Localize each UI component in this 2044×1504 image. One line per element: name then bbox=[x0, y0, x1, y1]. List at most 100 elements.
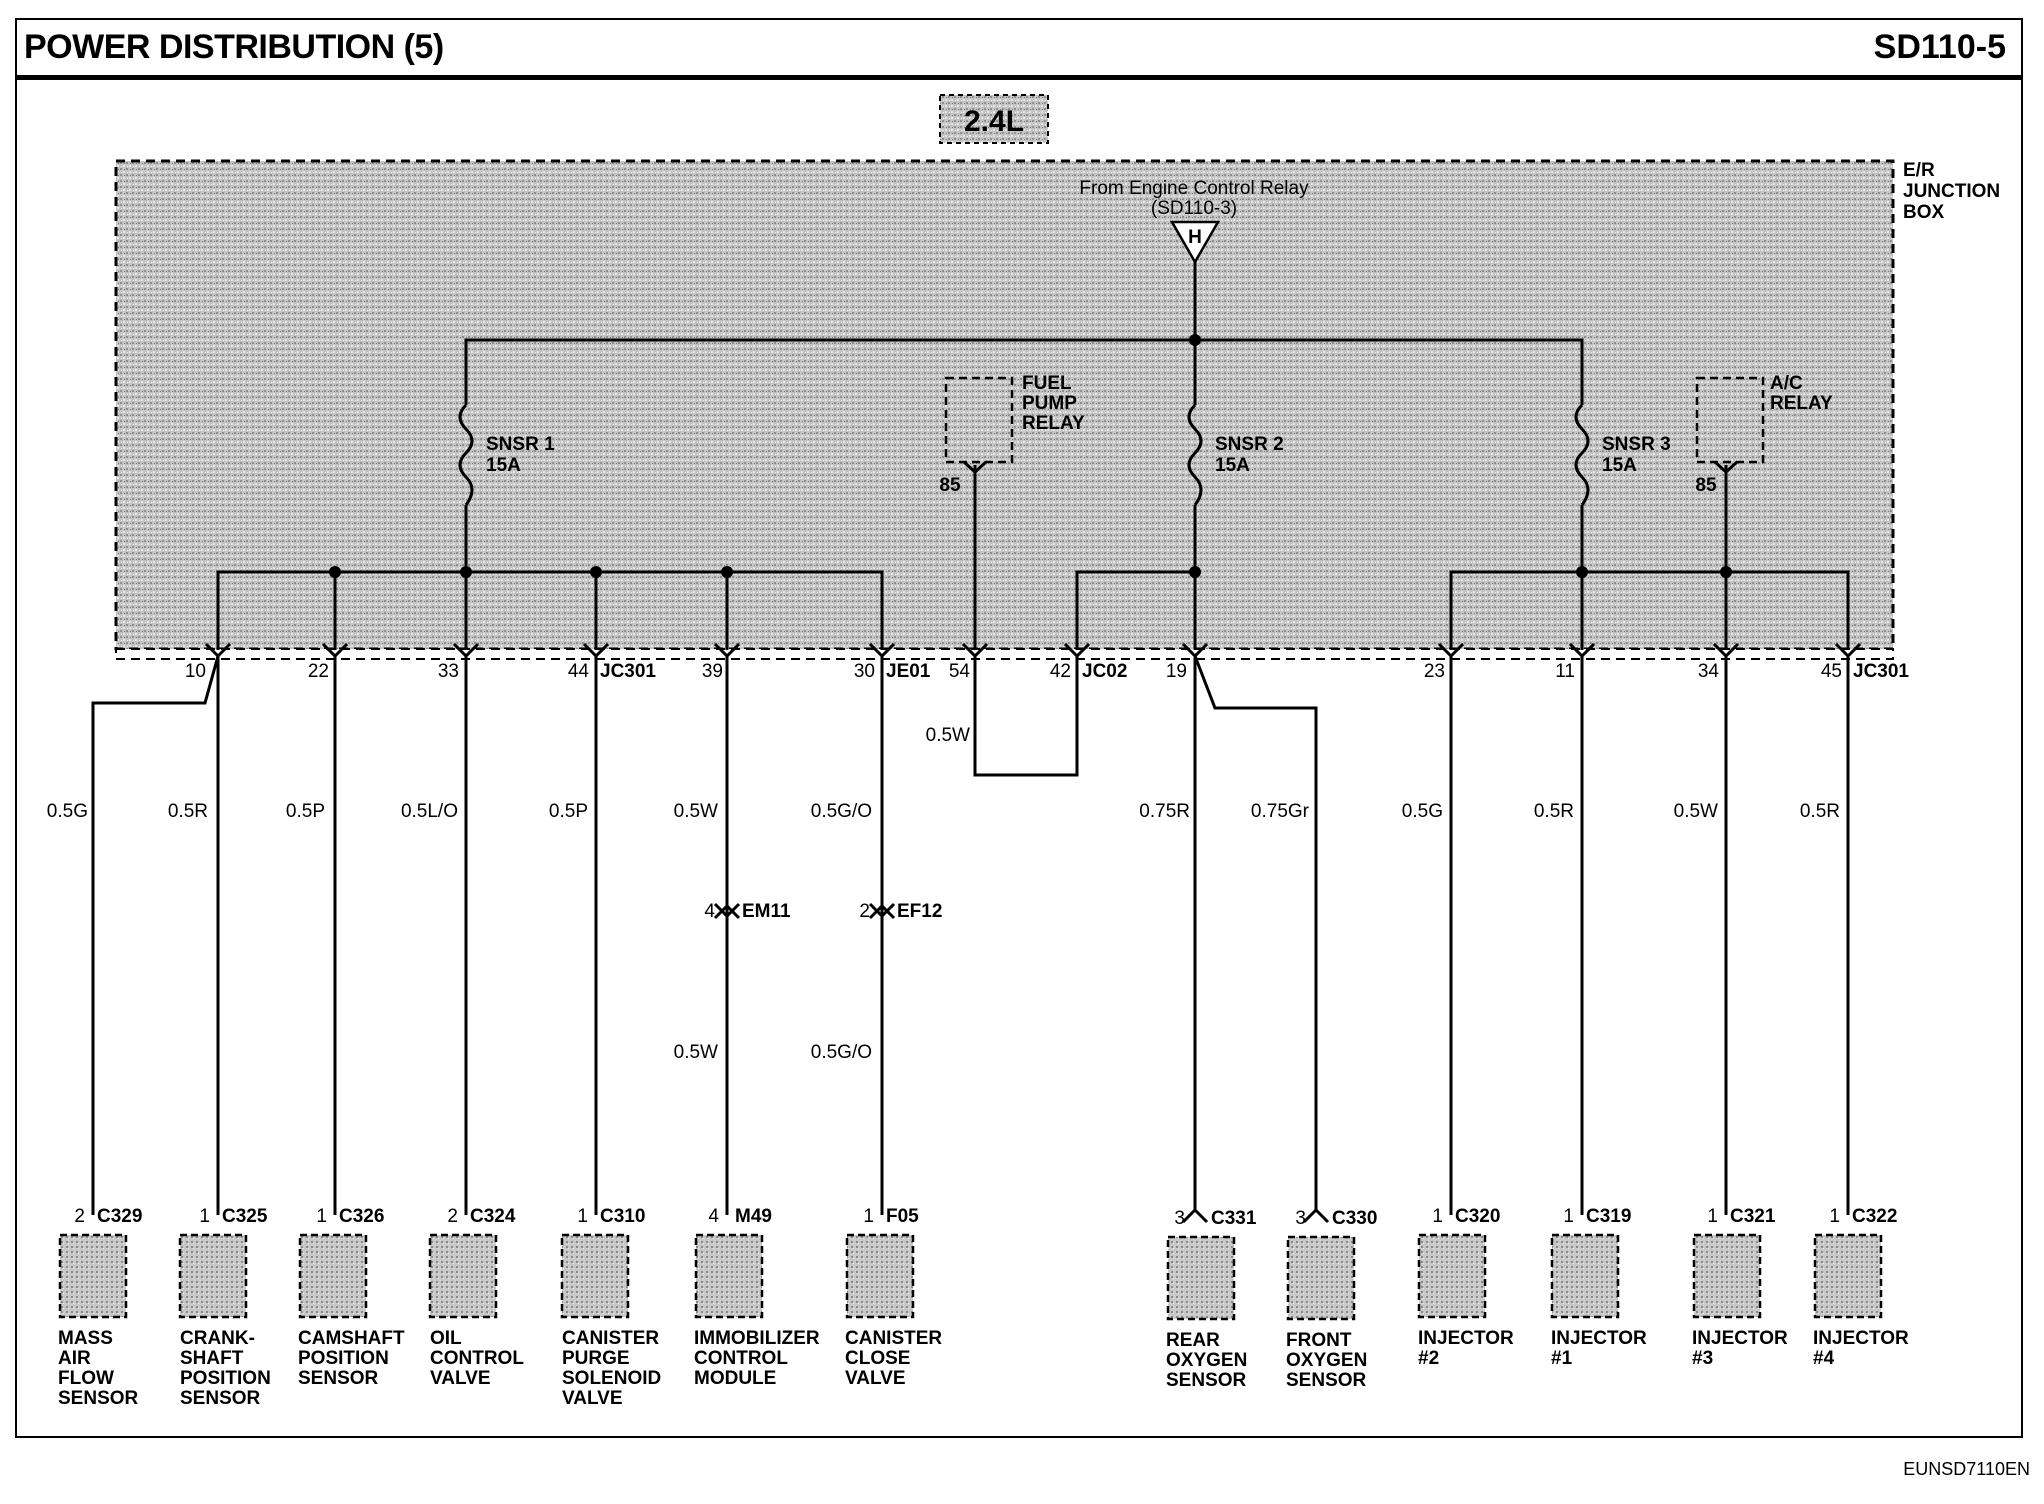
junction-box-label-3: BOX bbox=[1903, 202, 1945, 223]
component-mass-air-flow-sensor: 2 C329 MASS AIR FLOW SENSOR bbox=[58, 1206, 142, 1409]
component-canister-purge-solenoid-valve: 1 C310 CANISTER PURGE SOLENOID VALVE bbox=[560, 1206, 661, 1409]
component-pin: 4 bbox=[708, 1206, 719, 1227]
component-label: CRANK- bbox=[180, 1328, 255, 1349]
fuse-name: SNSR 1 bbox=[486, 434, 555, 455]
source-reference: (SD110-3) bbox=[1151, 198, 1237, 219]
wire-label: 0.75Gr bbox=[1251, 801, 1310, 822]
component-box bbox=[1417, 1233, 1487, 1319]
component-label: INJECTOR bbox=[1418, 1328, 1514, 1349]
fuel-pump-relay: FUEL PUMP RELAY 85 bbox=[939, 373, 1085, 496]
component-label: SENSOR bbox=[1166, 1370, 1247, 1391]
component-label: CONTROL bbox=[430, 1348, 524, 1369]
wire-label: 0.5W bbox=[674, 1042, 718, 1063]
component-connector: C330 bbox=[1332, 1208, 1377, 1229]
component-box bbox=[1550, 1233, 1620, 1319]
harness-wires bbox=[91, 655, 1850, 1215]
relay-label-2: RELAY bbox=[1770, 393, 1833, 414]
component-box bbox=[694, 1233, 764, 1319]
relay-label-1: A/C bbox=[1770, 373, 1803, 394]
wire-label: 0.5R bbox=[168, 801, 208, 822]
component-injector-3: 1 C321 INJECTOR #3 bbox=[1692, 1206, 1788, 1369]
component-oil-control-valve: 2 C324 OIL CONTROL VALVE bbox=[428, 1206, 524, 1389]
component-label: REAR bbox=[1166, 1330, 1220, 1351]
component-connector: C329 bbox=[97, 1206, 142, 1227]
fuse-snsr-3: SNSR 3 15A bbox=[1574, 403, 1671, 506]
component-pin: 3 bbox=[1295, 1208, 1306, 1229]
fuse-snsr-2: SNSR 2 15A bbox=[1187, 403, 1284, 506]
wire-label: 0.5R bbox=[1800, 801, 1840, 822]
pin-label: 42 bbox=[1050, 661, 1071, 682]
inline-connector-name: EM11 bbox=[742, 901, 791, 922]
component-pin: 1 bbox=[1829, 1206, 1840, 1227]
component-pin: 1 bbox=[1707, 1206, 1718, 1227]
component-label: CONTROL bbox=[694, 1348, 788, 1369]
fuse-snsr-1: SNSR 1 15A bbox=[458, 403, 555, 506]
component-label: FRONT bbox=[1286, 1330, 1352, 1351]
wire-label: 0.5G/O bbox=[811, 801, 872, 822]
wire-label: 0.5G bbox=[1402, 801, 1443, 822]
component-crankshaft-position-sensor: 1 C325 CRANK- SHAFT POSITION SENSOR bbox=[178, 1206, 271, 1409]
component-label: #1 bbox=[1551, 1348, 1573, 1369]
wire-label: 0.5P bbox=[286, 801, 325, 822]
junction-box-label-1: E/R bbox=[1903, 160, 1935, 181]
component-label: IMMOBILIZER bbox=[694, 1328, 820, 1349]
component-label: SENSOR bbox=[298, 1368, 379, 1389]
inline-connector-ef12: 2 EF12 0.5G/O bbox=[811, 901, 943, 1063]
wire-label: 0.5W bbox=[674, 801, 718, 822]
component-label: MODULE bbox=[694, 1368, 776, 1389]
component-camshaft-position-sensor: 1 C326 CAMSHAFT POSITION SENSOR bbox=[298, 1206, 405, 1389]
junction-bus-wiring bbox=[216, 262, 1850, 650]
component-connector: F05 bbox=[886, 1206, 919, 1227]
wire-labels: 0.5G 0.5R 0.5P 0.5L/O 0.5P 0.5W 0.5G/O 0… bbox=[47, 725, 1840, 822]
pin-label: 44 bbox=[568, 661, 590, 682]
component-pin: 1 bbox=[863, 1206, 874, 1227]
component-pin: 2 bbox=[447, 1206, 458, 1227]
component-injector-2: 1 C320 INJECTOR #2 bbox=[1417, 1206, 1514, 1369]
relay-label-1: FUEL bbox=[1022, 373, 1072, 394]
component-pin: 1 bbox=[199, 1206, 210, 1227]
component-rear-oxygen-sensor: 3 C331 REAR OXYGEN SENSOR bbox=[1166, 1207, 1257, 1391]
component-label: POSITION bbox=[298, 1348, 389, 1369]
engine-variant-label: 2.4L bbox=[964, 105, 1024, 138]
component-box bbox=[298, 1233, 368, 1319]
component-connector: C321 bbox=[1730, 1206, 1776, 1227]
component-label: VALVE bbox=[430, 1368, 491, 1389]
component-box bbox=[845, 1233, 915, 1319]
junction-box: E/R JUNCTION BOX bbox=[114, 159, 2000, 660]
component-pin: 1 bbox=[1563, 1206, 1574, 1227]
component-label: INJECTOR bbox=[1551, 1328, 1647, 1349]
component-pin: 3 bbox=[1174, 1208, 1185, 1229]
junction-box-label-2: JUNCTION bbox=[1903, 181, 2000, 202]
inline-connector-name: EF12 bbox=[897, 901, 942, 922]
component-label: SENSOR bbox=[180, 1388, 261, 1409]
wire-label: 0.5G bbox=[47, 801, 88, 822]
pin-label: 34 bbox=[1698, 661, 1720, 682]
relay-pin: 85 bbox=[939, 475, 961, 496]
pin-label: 19 bbox=[1166, 661, 1187, 682]
source-label: From Engine Control Relay bbox=[1079, 178, 1309, 199]
component-box bbox=[428, 1233, 498, 1319]
fuse-rating: 15A bbox=[1215, 455, 1250, 476]
source-triangle-icon bbox=[1169, 220, 1221, 265]
relay-pin: 85 bbox=[1695, 475, 1717, 496]
component-box bbox=[560, 1233, 630, 1319]
component-label: FLOW bbox=[58, 1368, 114, 1389]
connector-label: JC02 bbox=[1082, 661, 1127, 682]
component-connector: C319 bbox=[1586, 1206, 1631, 1227]
jb-pin-labels: 10 22 33 44 JC301 39 30 JE01 54 42 JC02 … bbox=[185, 661, 1910, 682]
component-label: OXYGEN bbox=[1286, 1350, 1367, 1371]
source-symbol: H bbox=[1188, 227, 1202, 248]
relay-label-2: PUMP bbox=[1022, 393, 1077, 414]
connector-label: JC301 bbox=[1853, 661, 1909, 682]
component-injector-1: 1 C319 INJECTOR #1 bbox=[1550, 1206, 1647, 1369]
component-label: #4 bbox=[1813, 1348, 1835, 1369]
inline-pin: 4 bbox=[704, 901, 715, 922]
component-connector: C320 bbox=[1455, 1206, 1500, 1227]
wire-label: 0.5P bbox=[549, 801, 588, 822]
pin-label: 45 bbox=[1821, 661, 1842, 682]
component-label: SENSOR bbox=[58, 1388, 139, 1409]
fuse-name: SNSR 3 bbox=[1602, 434, 1671, 455]
component-pin: 2 bbox=[74, 1206, 85, 1227]
component-label: SOLENOID bbox=[562, 1368, 661, 1389]
